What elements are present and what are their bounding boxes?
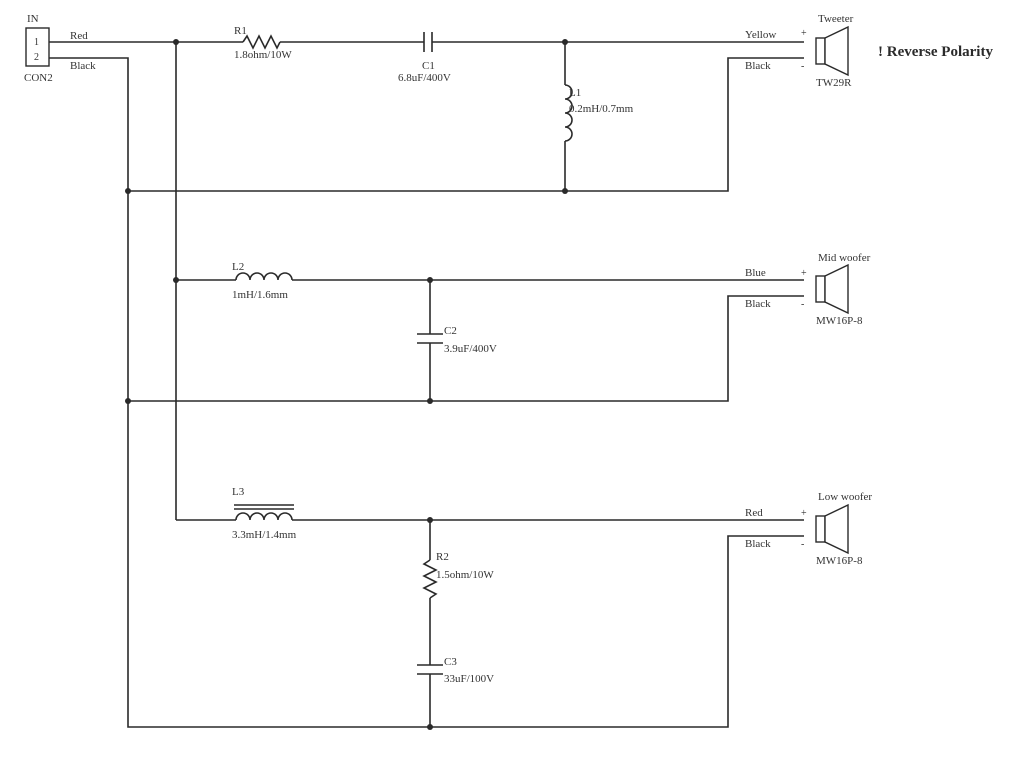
c3-ref: C3 [444, 656, 457, 668]
mid-branch: L2 1mH/1.6mm C2 3.9uF/400V Blue Black + … [176, 252, 871, 402]
input-connector: IN 1 2 CON2 Red Black [24, 13, 96, 84]
tweeter-wire-pos-label: Yellow [745, 29, 776, 41]
l2-inductor [235, 272, 293, 281]
low-minus-sign: - [801, 539, 804, 550]
c3-capacitor [417, 664, 443, 675]
mid-wire-pos-label: Blue [745, 267, 766, 279]
mid-magnet [815, 275, 826, 303]
mid-model: MW16P-8 [816, 315, 863, 327]
low-wire-neg-label: Black [745, 538, 771, 550]
input-wire-black-label: Black [70, 60, 96, 72]
ground-wire-main [49, 57, 430, 728]
tweeter-cone [824, 25, 849, 77]
low-model: MW16P-8 [816, 555, 863, 567]
mid-minus-sign: - [801, 299, 804, 310]
low-plus-sign: + [801, 508, 807, 519]
input-wire-red-label: Red [70, 30, 88, 42]
junction-dot [173, 277, 179, 283]
tweeter-speaker: + - Tweeter TW29R [801, 13, 854, 89]
l3-value: 3.3mH/1.4mm [232, 529, 297, 541]
connector-pin-1: 1 [34, 37, 39, 48]
r2-resistor [422, 559, 438, 599]
connector-ref: CON2 [24, 72, 53, 84]
wire-mid-negative [430, 295, 804, 402]
l1-value: 0.2mH/0.7mm [569, 103, 634, 115]
low-wire-pos-label: Red [745, 507, 763, 519]
c1-ref: C1 [422, 60, 435, 72]
c2-value: 3.9uF/400V [444, 343, 497, 355]
tweeter-magnet [815, 37, 826, 65]
junction-dot [562, 39, 568, 45]
reverse-polarity-note: ! Reverse Polarity [878, 44, 993, 60]
junction-dot [427, 277, 433, 283]
l3-ref: L3 [232, 486, 245, 498]
junction-dot [427, 398, 433, 404]
low-branch: L3 3.3mH/1.4mm R2 1.5ohm/10W C3 33uF/100… [176, 486, 872, 728]
l3-core [234, 504, 294, 510]
mid-woofer-speaker: + - Mid woofer MW16P-8 [801, 252, 871, 327]
positive-wire-main [49, 41, 177, 520]
junction-dot [427, 517, 433, 523]
junction-dot [562, 188, 568, 194]
l1-ref: L1 [569, 87, 581, 99]
ground-bus [49, 57, 565, 728]
c2-capacitor [417, 333, 443, 344]
c3-value: 33uF/100V [444, 673, 494, 685]
low-woofer-speaker: + - Low woofer MW16P-8 [801, 491, 872, 567]
connector-title: IN [27, 13, 39, 25]
l3-inductor [235, 512, 293, 521]
l2-value: 1mH/1.6mm [232, 289, 288, 301]
positive-bus [49, 41, 177, 520]
low-magnet [815, 515, 826, 543]
r2-ref: R2 [436, 551, 449, 563]
c2-ref: C2 [444, 325, 457, 337]
junctions [125, 39, 568, 730]
mid-plus-sign: + [801, 268, 807, 279]
wire-low-negative [430, 535, 804, 728]
wire-tweeter-negative [565, 57, 804, 192]
low-cone [824, 503, 849, 555]
mid-title: Mid woofer [818, 252, 871, 264]
connector-pin-2: 2 [34, 52, 39, 63]
low-title: Low woofer [818, 491, 872, 503]
junction-dot [173, 39, 179, 45]
tweeter-plus-sign: + [801, 28, 807, 39]
tweeter-wire-neg-label: Black [745, 60, 771, 72]
r2-value: 1.5ohm/10W [436, 569, 494, 581]
r1-ref: R1 [234, 25, 247, 37]
junction-dot [125, 398, 131, 404]
junction-dot [427, 724, 433, 730]
tweeter-model: TW29R [816, 77, 852, 89]
r1-value: 1.8ohm/10W [234, 49, 292, 61]
tweeter-title: Tweeter [818, 13, 854, 25]
connector-body [25, 27, 50, 67]
junction-dot [125, 188, 131, 194]
r1-resistor [242, 34, 281, 50]
l2-ref: L2 [232, 261, 244, 273]
mid-cone [824, 263, 849, 315]
c1-capacitor [423, 32, 433, 52]
l1-inductor [564, 84, 573, 142]
c1-value: 6.8uF/400V [398, 72, 451, 84]
mid-wire-neg-label: Black [745, 298, 771, 310]
tweeter-branch: R1 1.8ohm/10W C1 6.8uF/400V L1 0.2mH/0.7… [176, 13, 993, 192]
tweeter-minus-sign: - [801, 61, 804, 72]
